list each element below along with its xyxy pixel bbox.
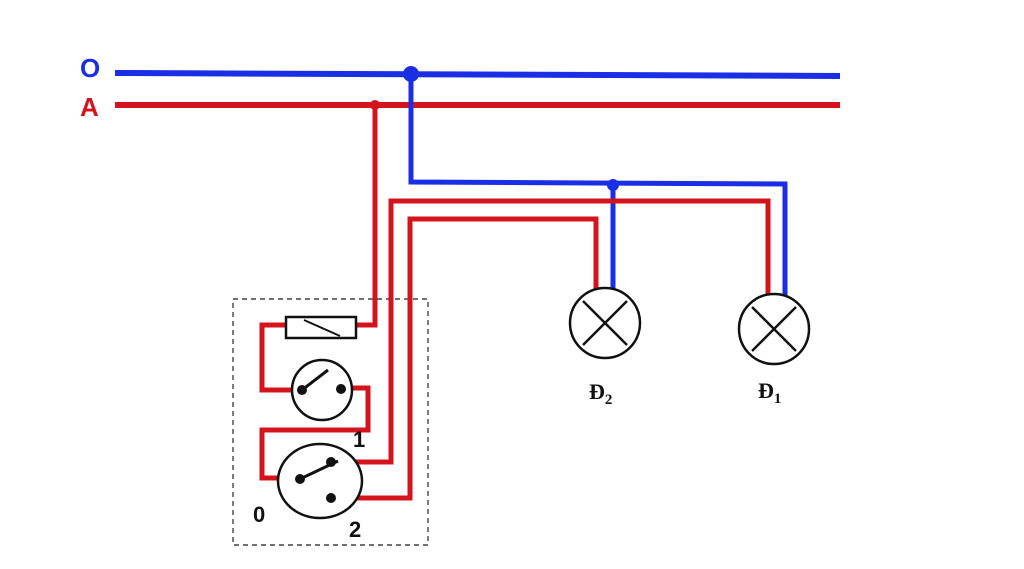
terminal2-to-lamp2-wire — [330, 216, 599, 501]
neutral-junction-main — [403, 66, 419, 82]
switch-terminal-0: 0 — [253, 502, 265, 527]
neutral-branch-wire — [408, 74, 788, 298]
lamp-icon — [568, 286, 642, 360]
lamp-icon — [737, 292, 811, 366]
neutral-junction-lamp — [607, 179, 619, 191]
lamp-label-d1: Đ1 — [758, 378, 781, 407]
lamp-subscript: 1 — [774, 391, 782, 407]
lamp-label-d2: Đ2 — [589, 379, 612, 408]
neutral-line — [114, 70, 841, 79]
phase-junction — [370, 100, 380, 110]
lamp-letter: Đ — [758, 378, 774, 403]
phase-feed-wire — [357, 105, 378, 328]
phase-line-label: A — [80, 92, 99, 122]
control-panel-box — [232, 298, 429, 546]
switch-terminal-1: 1 — [353, 427, 365, 452]
fuse-icon — [284, 315, 358, 340]
lamp-subscript: 2 — [605, 392, 613, 408]
fuse-to-switch-wire — [259, 322, 302, 393]
neutral-line-label: O — [80, 53, 100, 83]
two-way-switch-icon — [276, 442, 364, 520]
switch-to-twoway-wire — [259, 385, 371, 481]
terminal1-to-lamp1-wire — [330, 198, 771, 465]
switch-terminal-2: 2 — [349, 517, 361, 542]
single-pole-switch-icon — [290, 358, 354, 422]
lamp-letter: Đ — [589, 379, 605, 404]
